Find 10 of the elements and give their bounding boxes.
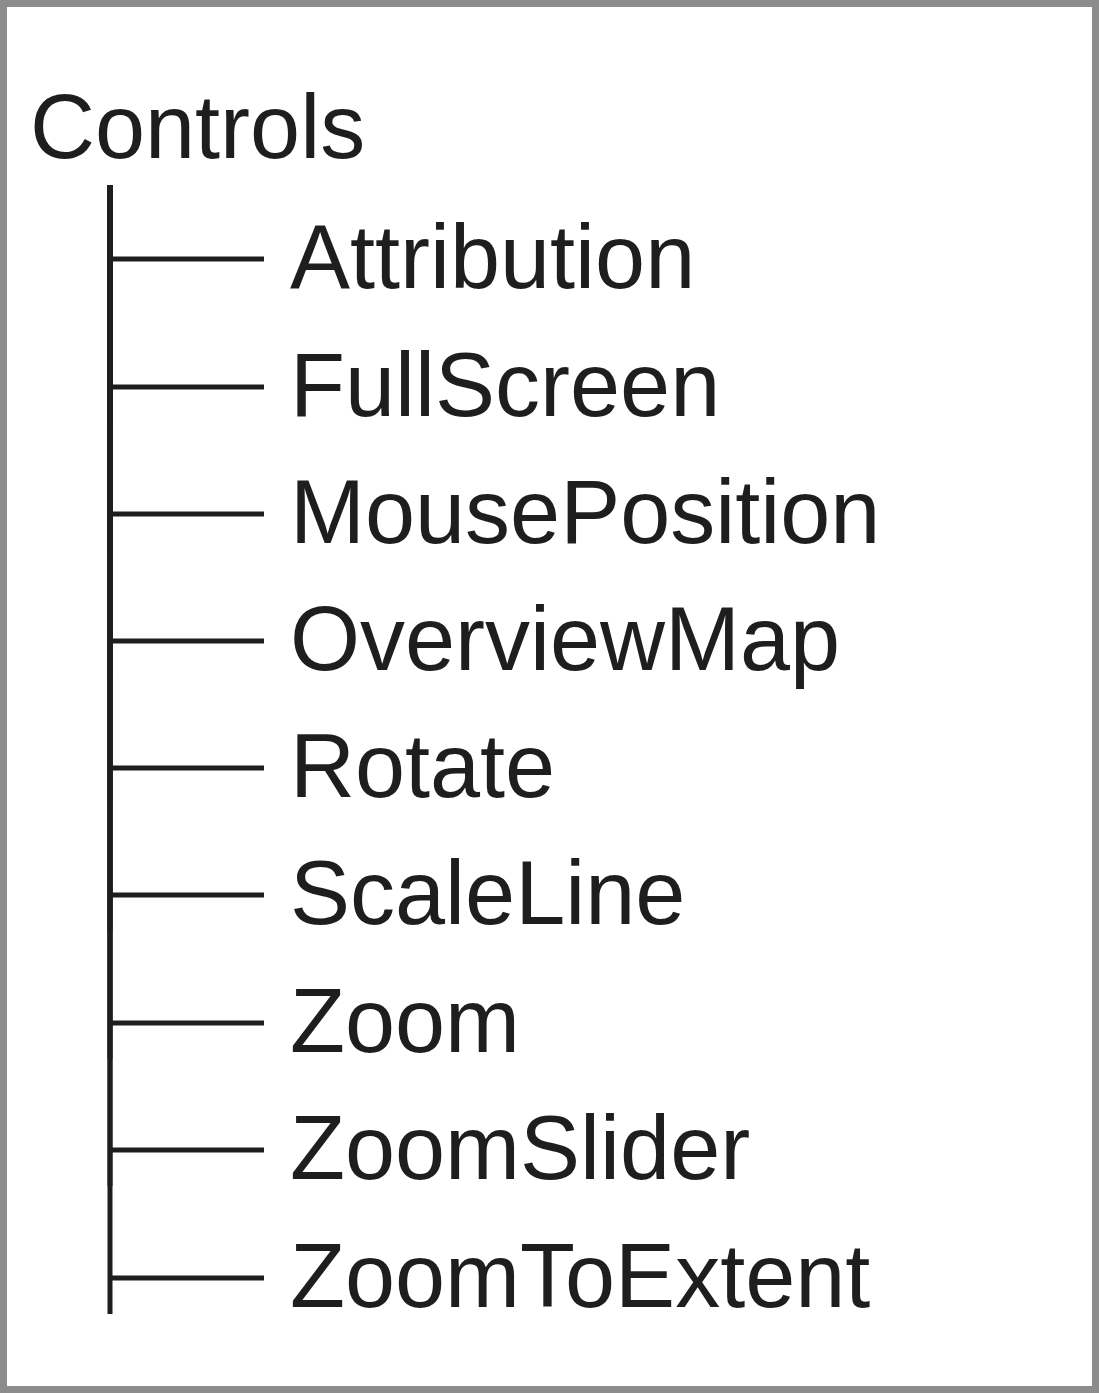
tree-item-label: ZoomToExtent — [290, 1222, 871, 1330]
tree-item-label: Zoom — [290, 967, 521, 1075]
tree-item-label: Rotate — [290, 712, 556, 820]
tree-root-label: Controls — [30, 73, 366, 181]
tree-item-label: ZoomSlider — [290, 1094, 751, 1202]
tree-item-label: Attribution — [290, 203, 696, 311]
tree-item-label: OverviewMap — [290, 585, 841, 693]
tree-item-label: FullScreen — [290, 331, 721, 439]
tree-item-label: ScaleLine — [290, 839, 686, 947]
tree-item-label: MousePosition — [290, 458, 881, 566]
